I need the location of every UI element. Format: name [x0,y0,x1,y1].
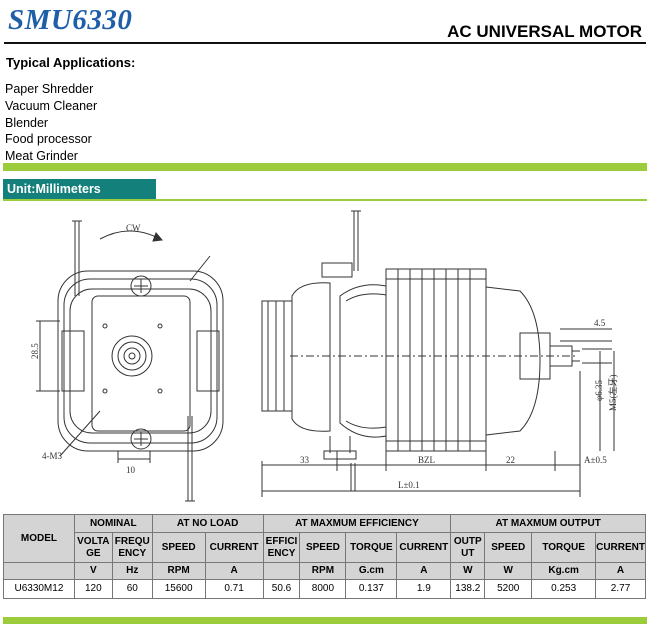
motor-drawing: CW 28.5 4-M3 10 [30,210,618,502]
table-cell: 138.2 [450,579,486,599]
dim-4-5: 4.5 [594,318,606,328]
col-frequency: FREQUENCY [111,532,153,563]
unit-cell: W [484,562,533,580]
col-torque: TORQUE [345,532,398,563]
unit-cell: G.cm [345,562,398,580]
group-max-output: AT MAXMUM OUTPUT [450,514,646,533]
col-efficiency: EFFICIENCY [262,532,301,563]
col-output: OUTPUT [450,532,486,563]
application-item: Food processor [5,132,92,147]
dim-10: 10 [126,465,136,475]
green-divider [3,163,647,171]
dim-22: 22 [506,455,515,465]
unit-label: Unit:Millimeters [3,179,156,200]
unit-cell: Hz [111,562,153,580]
application-item: Meat Grinder [5,149,78,164]
unit-cell: A [396,562,452,580]
unit-cell: A [595,562,646,580]
front-view [36,220,224,502]
dim-a: A±0.5 [584,455,607,465]
table-cell: 120 [73,579,113,599]
col-current: CURRENT [396,532,452,563]
application-item: Vacuum Cleaner [5,98,98,113]
table-cell: 2.77 [595,579,646,599]
unit-cell: V [73,562,113,580]
table-cell: 15600 [151,579,206,599]
dim-bzl: BZL [418,455,435,465]
table-cell: 1.9 [396,579,452,599]
unit-cell: RPM [151,562,206,580]
table-row: U6330M12 120 60 15600 0.71 50.6 8000 0.1… [3,579,646,599]
table-cell: 5200 [484,579,533,599]
col-speed: SPEED [299,532,347,563]
dim-m5: M5(左牙) [607,375,618,412]
dim-4m3: 4-M3 [42,451,62,461]
spec-table: MODEL NOMINAL AT NO LOAD AT MAXMUM EFFIC… [3,514,646,599]
header-divider [4,42,646,44]
applications-heading: Typical Applications: [6,55,136,70]
col-voltage: VOLTAGE [73,532,113,563]
col-torque: TORQUE [531,532,597,563]
green-footer-bar [3,617,647,624]
group-nominal: NOMINAL [73,514,153,533]
table-cell: 0.253 [531,579,597,599]
unit-cell: Kg.cm [531,562,597,580]
applications-list: Paper Shredder Vacuum Cleaner Blender Fo… [5,81,97,165]
table-cell: 50.6 [262,579,301,599]
table-cell: 0.137 [345,579,398,599]
unit-cell: A [204,562,264,580]
unit-cell [262,562,301,580]
col-current: CURRENT [204,532,264,563]
unit-cell: RPM [299,562,347,580]
product-type: AC UNIVERSAL MOTOR [447,22,642,41]
application-item: Paper Shredder [5,82,94,96]
unit-underline [3,199,647,201]
side-view [261,210,615,497]
dim-l: L±0.1 [398,480,420,490]
group-no-load: AT NO LOAD [151,514,264,533]
units-model-cell [3,562,75,580]
col-speed: SPEED [484,532,533,563]
table-cell: 60 [111,579,153,599]
model-header: MODEL [3,514,75,563]
model-title: SMU6330 [8,4,133,36]
table-cell: 0.71 [204,579,264,599]
col-current: CURRENT [595,532,646,563]
dim-28-5: 28.5 [30,343,40,359]
unit-cell: W [450,562,486,580]
group-max-efficiency: AT MAXMUM EFFICIENCY [262,514,452,533]
table-cell: 8000 [299,579,347,599]
dim-33: 33 [300,455,310,465]
rotation-label: CW [126,223,141,233]
application-item: Blender [5,115,49,130]
dim-phi: φ6.35 [594,380,604,401]
cell-model: U6330M12 [3,579,75,599]
col-speed: SPEED [151,532,206,563]
